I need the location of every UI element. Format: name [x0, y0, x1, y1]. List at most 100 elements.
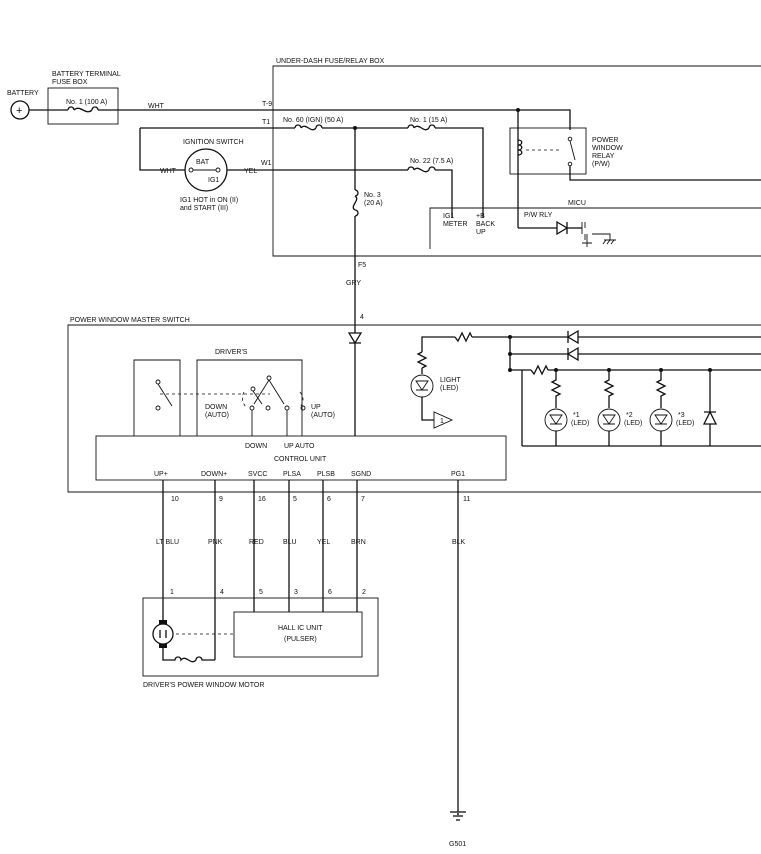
wire-yel-ign: YEL: [244, 168, 257, 175]
under-dash-box: [272, 65, 761, 257]
led-1-mark: *1: [573, 412, 580, 419]
input-diode-2: [566, 346, 579, 362]
wire-blk: BLK: [452, 539, 466, 546]
led-2-label: (LED): [624, 420, 642, 427]
pin-num-9: 9: [219, 496, 223, 503]
relay-label-3: RELAY: [592, 153, 615, 160]
micu-ground-icon: [592, 233, 616, 245]
resistor-light: [454, 331, 473, 343]
terminal-t1: T1: [262, 119, 270, 126]
micu-meter: METER: [443, 221, 468, 228]
wire-red: RED: [249, 539, 264, 546]
cu-pin-up-plus: UP+: [154, 471, 168, 478]
micu-up: UP: [476, 229, 486, 236]
battery-fuse-box-title: BATTERY TERMINAL: [52, 71, 121, 78]
fuse-no3-label: No. 3: [364, 192, 381, 199]
micu-ig1: IG1: [443, 213, 454, 220]
fuse-no3: [352, 189, 359, 217]
terminal-t9: T-9: [262, 101, 272, 108]
micu-title: MICU: [568, 200, 586, 207]
fuse-no1-label: No. 1 (15 A): [410, 117, 447, 124]
led-1: [544, 368, 568, 446]
wire-yel: YEL: [317, 539, 330, 546]
ignition-bat: BAT: [196, 159, 210, 166]
power-window-relay: [509, 127, 587, 175]
wire-brn: BRN: [351, 539, 366, 546]
motor-pin-2: 2: [362, 589, 366, 596]
master-diode: [347, 332, 363, 345]
drivers-label: DRIVER'S: [215, 349, 248, 356]
down-auto: DOWN: [205, 404, 227, 411]
led-3-label: (LED): [676, 420, 694, 427]
down-auto-2: (AUTO): [205, 412, 229, 419]
micu-box: [429, 207, 761, 249]
motor-pin-6: 6: [328, 589, 332, 596]
pin-num-11: 11: [463, 496, 470, 503]
motor-pin-3: 3: [294, 589, 298, 596]
motor-icon: [152, 623, 174, 645]
led-3-mark: *3: [678, 412, 685, 419]
motor-box: [142, 597, 379, 677]
motor-title: DRIVER'S POWER WINDOW MOTOR: [143, 682, 264, 689]
ignition-note: IG1 HOT in ON (II): [180, 197, 238, 204]
motor-pin-4: 4: [220, 589, 224, 596]
cu-pin-down-plus: DOWN+: [201, 471, 227, 478]
light-label-2: (LED): [440, 385, 458, 392]
hall-ic-label: HALL IC UNIT: [278, 625, 323, 632]
fuse-100a-label: No. 1 (100 A): [66, 99, 107, 106]
wire-gry: GRY: [346, 280, 361, 287]
battery-plus: +: [16, 105, 22, 117]
fuse-no60: [294, 124, 323, 131]
micu-pw-rly: P/W RLY: [524, 212, 553, 219]
motor-pin-5: 5: [259, 589, 263, 596]
relay-label-4: (P/W): [592, 161, 610, 168]
relay-coil: [517, 139, 523, 156]
wire-pnk: PNK: [208, 539, 223, 546]
light-label: LIGHT: [440, 377, 461, 384]
pin-num-10: 10: [171, 496, 179, 503]
wire-blu: BLU: [283, 539, 297, 546]
wire-lt-blu: LT BLU: [156, 539, 179, 546]
master-pin-4: 4: [360, 314, 364, 321]
up-auto-2: (AUTO): [311, 412, 335, 419]
battery-fuse-box: [47, 87, 119, 125]
ground-label: G501: [449, 841, 466, 848]
relay-label-2: WINDOW: [592, 145, 623, 152]
ignition-ig1: IG1: [208, 177, 219, 184]
led-1-label: (LED): [571, 420, 589, 427]
master-switch-box: [67, 324, 761, 493]
terminal-f5: F5: [358, 262, 366, 269]
battery-label: BATTERY: [7, 90, 39, 97]
pin-num-7: 7: [361, 496, 365, 503]
cu-down: DOWN: [245, 443, 267, 450]
relay-label: POWER: [592, 137, 618, 144]
ignition-note-2: and START (III): [180, 205, 228, 212]
hall-ic-unit: [233, 611, 363, 658]
ground-icon: [457, 813, 459, 815]
under-dash-title: UNDER-DASH FUSE/RELAY BOX: [276, 58, 385, 65]
cu-pin-plsb: PLSB: [317, 471, 335, 478]
micu-back: BACK: [476, 221, 495, 228]
fuse-no22-label: No. 22 (7.5 A): [410, 158, 453, 165]
cu-pin-svcc: SVCC: [248, 471, 267, 478]
up-auto: UP: [311, 404, 321, 411]
led-2-mark: *2: [626, 412, 633, 419]
micu-transistor: [581, 222, 592, 247]
input-diode-1: [566, 329, 579, 345]
wire-wht-top: WHT: [148, 103, 165, 110]
wire-wht-ign: WHT: [160, 168, 177, 175]
led-3: [649, 368, 673, 446]
motor-pin-1: 1: [170, 589, 174, 596]
master-switch-title: POWER WINDOW MASTER SWITCH: [70, 317, 190, 324]
cu-pin-plsa: PLSA: [283, 471, 301, 478]
fuse-no1: [407, 124, 436, 131]
resistor-leds: [530, 364, 549, 376]
light-buffer: [433, 411, 454, 429]
cu-up-auto: UP AUTO: [284, 443, 315, 450]
fuse-no22: [407, 166, 436, 173]
ignition-switch-title: IGNITION SWITCH: [183, 139, 244, 146]
pin-num-5: 5: [293, 496, 297, 503]
fuse-no60-label: No. 60 (IGN) (50 A): [283, 117, 343, 124]
light-marker: 1: [440, 418, 444, 425]
cu-pin-pg1: PG1: [451, 471, 465, 478]
